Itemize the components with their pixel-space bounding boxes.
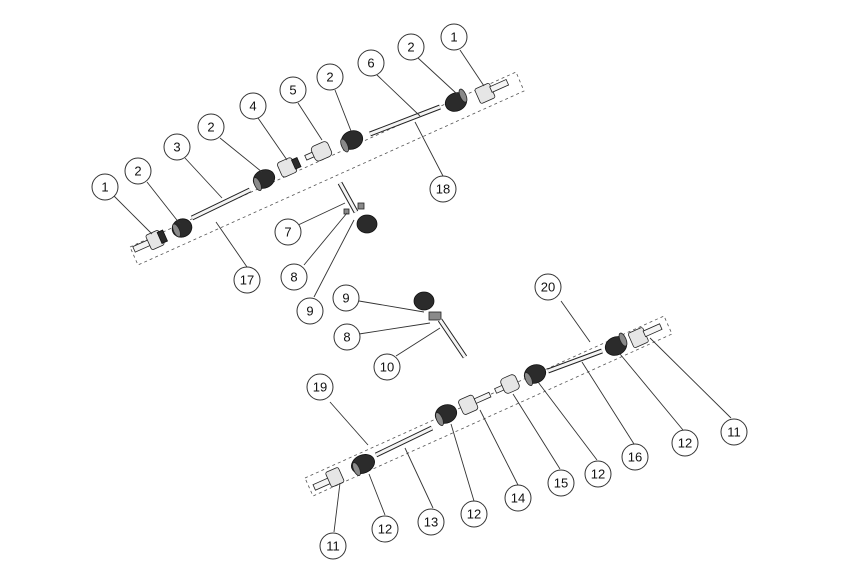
callout-10: 10 <box>373 353 401 381</box>
upper-joint-5 <box>304 141 333 162</box>
lower-boot-12d <box>604 332 628 356</box>
middle-a-shaft-core <box>338 182 358 213</box>
callout-9: 9 <box>332 284 360 312</box>
svg-text:1: 1 <box>450 30 457 45</box>
callout-19: 19 <box>306 373 334 401</box>
middle-assembly-a <box>337 181 378 234</box>
callout-2: 2 <box>124 157 152 185</box>
svg-text:9: 9 <box>342 291 349 306</box>
callout-12: 12 <box>584 460 612 488</box>
svg-text:10: 10 <box>380 360 394 375</box>
svg-text:11: 11 <box>727 425 741 440</box>
callout-1: 1 <box>91 173 119 201</box>
lower-joint-15 <box>494 374 520 394</box>
svg-text:12: 12 <box>591 467 605 482</box>
svg-text:4: 4 <box>249 99 256 114</box>
svg-text:12: 12 <box>467 507 481 522</box>
callout-16: 16 <box>621 443 649 471</box>
callout-2: 2 <box>316 63 344 91</box>
svg-text:2: 2 <box>134 164 141 179</box>
callout-8: 8 <box>280 263 308 291</box>
svg-text:15: 15 <box>554 476 568 491</box>
callout-12: 12 <box>671 429 699 457</box>
lower-right-cv-joint <box>628 323 663 348</box>
svg-text:7: 7 <box>284 225 291 240</box>
svg-text:12: 12 <box>678 436 692 451</box>
callout-15: 15 <box>547 469 575 497</box>
upper-shaft-assembly <box>129 71 525 266</box>
upper-assembly-outline <box>129 71 525 266</box>
svg-text:9: 9 <box>306 304 313 319</box>
lower-boot-12b <box>434 404 458 426</box>
callout-8: 8 <box>333 323 361 351</box>
svg-text:8: 8 <box>343 330 350 345</box>
svg-text:13: 13 <box>424 515 438 530</box>
svg-text:14: 14 <box>511 491 525 506</box>
callout-7: 7 <box>274 218 302 246</box>
upper-left-boot <box>171 218 193 238</box>
callout-1: 1 <box>440 23 468 51</box>
upper-left-cv-joint <box>132 229 169 253</box>
lower-boot-12a <box>351 454 375 476</box>
callout-4: 4 <box>239 92 267 120</box>
lower-shaft-13-core <box>375 426 433 457</box>
svg-text:16: 16 <box>628 450 642 465</box>
callout-2: 2 <box>197 113 225 141</box>
upper-shaft-18-core <box>369 105 441 136</box>
svg-text:2: 2 <box>326 70 333 85</box>
callout-13: 13 <box>417 508 445 536</box>
middle-a-hub <box>356 214 378 234</box>
callout-14: 14 <box>504 484 532 512</box>
upper-joint-4 <box>277 157 302 178</box>
lower-joint-14 <box>458 391 492 415</box>
callout-2: 2 <box>397 33 425 61</box>
lower-boot-12c <box>523 364 547 386</box>
callout-3: 3 <box>163 133 191 161</box>
svg-text:1: 1 <box>101 180 108 195</box>
svg-text:11: 11 <box>326 539 340 554</box>
middle-assembly-b <box>413 291 468 359</box>
middle-b-shaft-core <box>438 319 467 358</box>
svg-text:3: 3 <box>173 140 180 155</box>
callout-11: 11 <box>319 532 347 560</box>
upper-boot-2b <box>252 169 276 191</box>
callout-12: 12 <box>371 515 399 543</box>
svg-text:20: 20 <box>541 280 555 295</box>
svg-text:18: 18 <box>436 182 450 197</box>
callout-18: 18 <box>429 175 457 203</box>
middle-b-hub <box>413 291 435 311</box>
callout-6: 6 <box>357 49 385 77</box>
lower-shaft-assembly <box>304 315 673 497</box>
svg-text:12: 12 <box>378 522 392 537</box>
leader-lines <box>113 49 732 533</box>
middle-b-plate <box>428 311 442 321</box>
svg-text:5: 5 <box>289 83 296 98</box>
lower-shaft-16-core <box>547 349 603 373</box>
svg-text:8: 8 <box>290 270 297 285</box>
callout-12: 12 <box>460 500 488 528</box>
lower-left-cv-joint <box>312 467 345 491</box>
callout-5: 5 <box>279 76 307 104</box>
upper-boot-2c <box>340 130 364 153</box>
callout-9: 9 <box>296 297 324 325</box>
callout-11: 11 <box>720 418 748 446</box>
svg-text:17: 17 <box>240 273 254 288</box>
middle-a-nut <box>357 202 365 210</box>
svg-text:2: 2 <box>407 40 414 55</box>
svg-text:2: 2 <box>207 120 214 135</box>
upper-shaft-17-core <box>191 188 251 220</box>
callout-17: 17 <box>233 266 261 294</box>
callouts: 1 2 3 2 4 5 2 6 2 1 18 17 7 8 9 9 8 10 2… <box>91 23 748 560</box>
callout-20: 20 <box>534 273 562 301</box>
upper-boot-2d <box>444 88 468 112</box>
upper-right-cv-joint <box>474 79 510 104</box>
svg-text:6: 6 <box>367 56 374 71</box>
svg-text:19: 19 <box>313 380 327 395</box>
